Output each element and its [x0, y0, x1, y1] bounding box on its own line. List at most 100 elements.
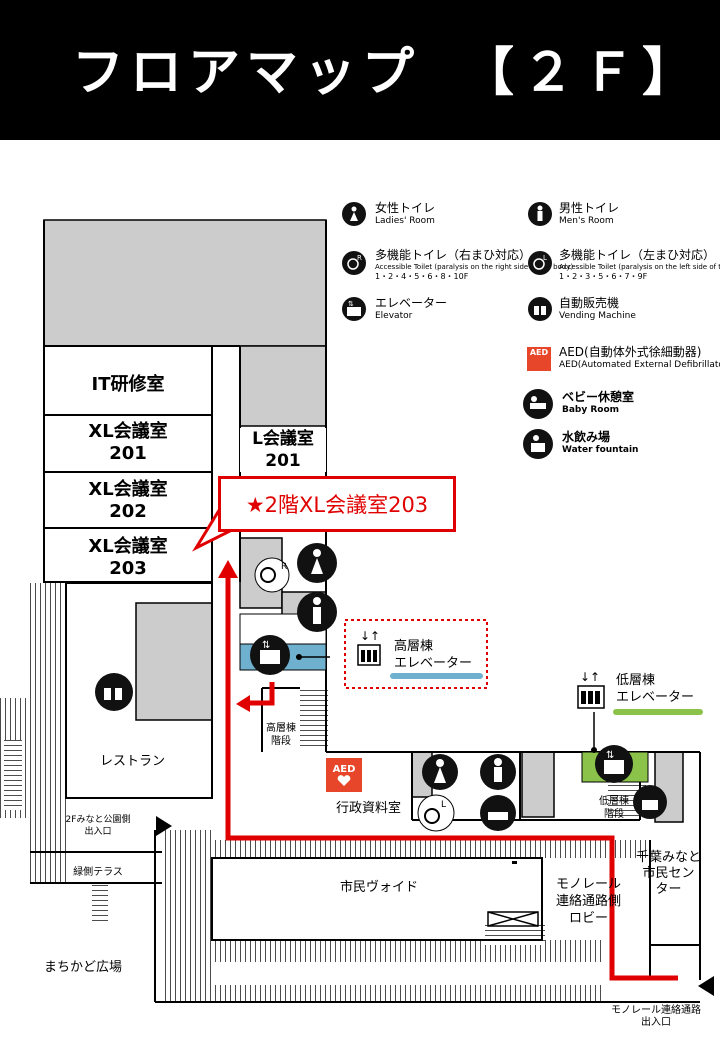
aed-icon: AED [326, 758, 362, 792]
baby-room-icon [523, 389, 553, 419]
entrance-arrow-minato [156, 816, 172, 836]
accessible-toilet-left-icon: L [417, 794, 455, 832]
water-fountain-icon [633, 785, 667, 819]
room-civic-void: 市民ヴォイド [340, 880, 419, 895]
monorail-exit-line2: 出入口 [641, 1017, 671, 1028]
svg-text:⇅: ⇅ [348, 300, 354, 308]
accessible-toilet-left-icon: L [528, 251, 552, 275]
room-xl202-name: XL会議室 [88, 479, 168, 500]
legend-vending-en: Vending Machine [559, 311, 636, 321]
aed-icon: AED [527, 347, 551, 371]
room-monorail-lobby: モノレール 連絡通路側 ロビー [556, 876, 621, 927]
room-xl202: XL会議室 202 [44, 479, 212, 523]
floor-map: R ⇅ AED L ⇅ [0, 219, 714, 1003]
water-fountain-icon [523, 429, 553, 459]
high-rise-stairs: 高層棟 階段 [263, 722, 299, 748]
chiba-center-line2: 市民セン [642, 866, 695, 881]
mens-icon [528, 202, 552, 226]
low-rise-elevator-label: 低層棟 エレベーター [616, 672, 694, 706]
svg-text:L: L [441, 800, 446, 810]
floor-label: 【２Ｆ】 [462, 43, 703, 103]
legend-elevator-en: Elevator [375, 311, 413, 321]
legend-accessible-left-floors: 1・2・3・5・6・7・9F [559, 271, 648, 281]
legend-aed-en: AED(Automated External Defibrillator) [559, 360, 720, 370]
high-rise-elevator-label: 高層棟 エレベーター [394, 638, 472, 672]
room-admin-docs: 行政資料室 [336, 801, 402, 816]
destination-callout: ★2階XL会議室203 [218, 476, 456, 532]
plaza: まちかど広場 [44, 960, 123, 975]
room-it-training: IT研修室 [91, 374, 165, 395]
accessible-toilet-right-icon: R [342, 251, 366, 275]
elevator-sign-high: ↓↑ [357, 629, 381, 666]
room-l201-name: L会議室 [252, 429, 314, 449]
high-stairs-line2: 階段 [271, 736, 291, 747]
room-xl202-num: 202 [109, 501, 147, 522]
legend-vending-ja: 自動販売機 [559, 296, 620, 310]
chiba-center-line1: 千葉みなと [636, 850, 702, 865]
legend-accessible-right-en: Accessible Toilet (paralysis on the righ… [375, 263, 574, 271]
room-l201-num: 201 [265, 451, 301, 471]
legend-ladies-en: Ladies' Room [375, 216, 435, 226]
legend-accessible-right-ja: 多機能トイレ（右まひ対応） [375, 248, 532, 262]
vending-machine-icon [95, 673, 133, 711]
route-arrow-left [236, 695, 250, 712]
route-arrow-up [218, 560, 238, 578]
accessible-toilet-right-icon: R [254, 557, 290, 593]
page-title: フロアマップ [72, 43, 421, 103]
legend-accessible-left-ja: 多機能トイレ（左まひ対応） [559, 248, 716, 262]
ladies-icon [297, 543, 337, 583]
ladies-icon [342, 202, 366, 226]
svg-text:AED: AED [333, 764, 356, 775]
header-bar: フロアマップ 【２Ｆ】 [0, 0, 720, 140]
legend-accessible-left-en: Accessible Toilet (paralysis on the left… [559, 263, 720, 271]
legend-baby-en: Baby Room [562, 405, 620, 415]
entrance-arrow-monorail [698, 976, 714, 996]
service-cores [43, 219, 684, 823]
monorail-lobby-line3: ロビー [569, 911, 609, 926]
low-elevator-line2: エレベーター [616, 690, 695, 705]
minato-entrance-line1: 2Fみなと公園側 [65, 815, 131, 825]
legend-mens-ja: 男性トイレ [559, 201, 620, 215]
legend-ladies-ja: 女性トイレ [375, 201, 436, 215]
monorail-exit-line1: モノレール連絡通路 [611, 1005, 701, 1016]
low-stairs-line1: 低層棟 [599, 796, 629, 807]
route-path [225, 574, 678, 981]
legend-accessible-right-floors: 1・2・4・5・6・8・10F [375, 271, 469, 281]
high-elevator-box [344, 619, 488, 689]
vending-machine-icon [528, 297, 552, 321]
elevator-icon-low: ⇅ [595, 745, 633, 783]
mens-icon-low [480, 754, 516, 790]
svg-text:L: L [543, 254, 547, 262]
elevator-icon-high: ⇅ [250, 635, 290, 675]
minato-park-entrance: 2Fみなと公園側 出入口 [42, 814, 154, 838]
svg-text:R: R [357, 254, 362, 262]
chiba-center-line3: ター [655, 882, 682, 897]
room-xl201: XL会議室 201 [44, 421, 212, 465]
baby-room-icon [480, 795, 516, 831]
low-stairs-line2: 階段 [604, 809, 624, 820]
monorail-lobby-line2: 連絡通路側 [556, 894, 622, 909]
monorail-lobby-line1: モノレール [556, 877, 622, 892]
legend-baby-ja: ベビー休憩室 [562, 390, 635, 404]
legend-mens-en: Men's Room [559, 216, 614, 226]
svg-text:⇅: ⇅ [262, 640, 270, 651]
elevator-icon: ⇅ [342, 297, 366, 321]
room-xl201-num: 201 [109, 443, 147, 464]
legend-elevator-ja: エレベーター [375, 296, 448, 310]
low-rise-stairs: 低層棟 階段 [594, 795, 634, 821]
elevator-sign-low: ↓↑ [577, 670, 605, 709]
minato-entrance-line2: 出入口 [84, 827, 112, 837]
legend-water-en: Water fountain [562, 445, 639, 455]
high-elevator-line1: 高層棟 [394, 639, 434, 654]
low-elevator-line1: 低層棟 [616, 673, 656, 688]
room-xl203: XL会議室 203 [44, 536, 212, 580]
room-xl203-name: XL会議室 [88, 536, 168, 557]
room-xl201-name: XL会議室 [88, 421, 168, 442]
room-l201: L会議室 201 [240, 428, 326, 472]
void-x-box [487, 911, 539, 927]
high-elevator-line2: エレベーター [394, 656, 473, 671]
green-terrace: 緑側テラス [73, 867, 123, 878]
room-restaurant: レストラン [100, 754, 166, 769]
svg-text:R: R [281, 562, 287, 572]
legend-water-ja: 水飲み場 [562, 430, 611, 444]
